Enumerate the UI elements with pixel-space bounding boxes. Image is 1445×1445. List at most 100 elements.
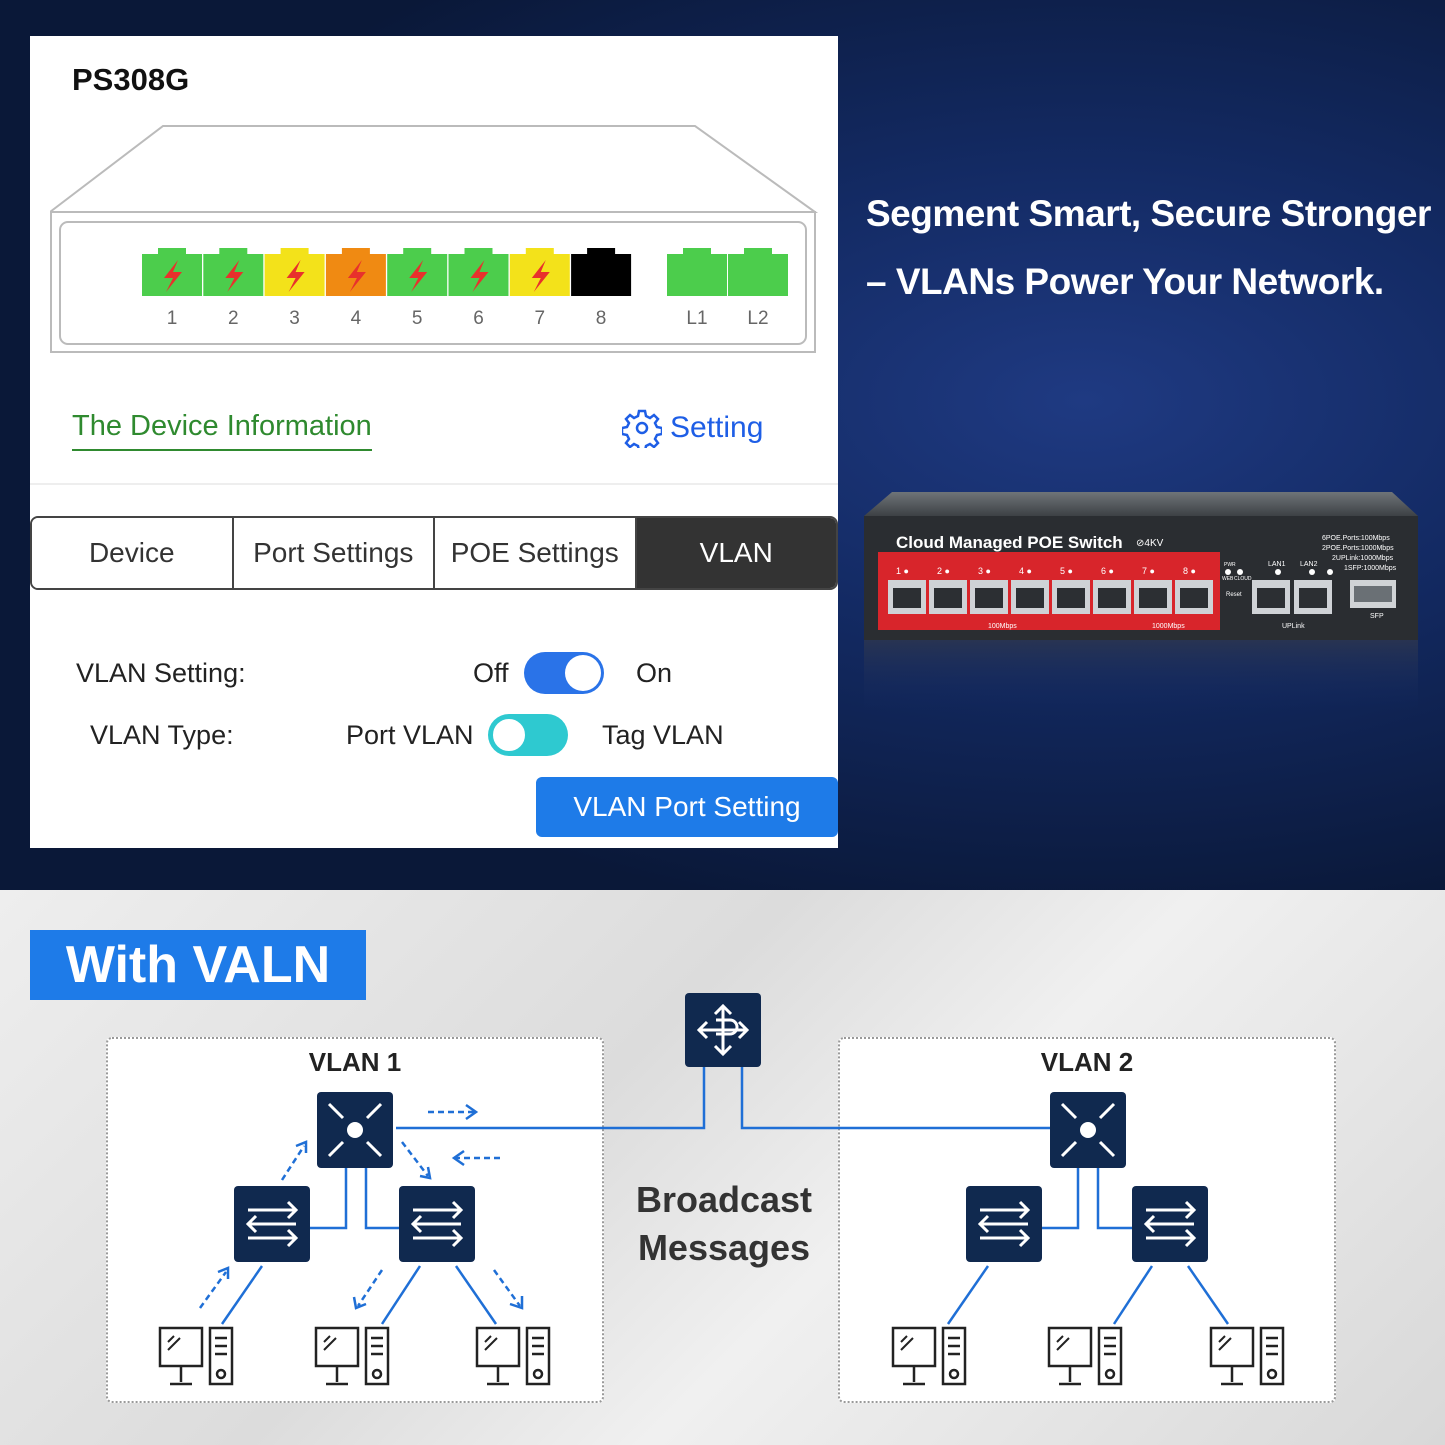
poe-lightning-icon bbox=[470, 260, 489, 292]
product-name: Cloud Managed POE Switch bbox=[896, 533, 1123, 552]
vlan2-pc-3 bbox=[1209, 1326, 1285, 1386]
product-port-6: 6 ● bbox=[1093, 566, 1131, 614]
router-node bbox=[685, 993, 761, 1067]
port-label-L2: L2 bbox=[747, 308, 769, 329]
headline-line-2: – VLANs Power Your Network. bbox=[866, 261, 1384, 302]
headline: Segment Smart, Secure Stronger – VLANs P… bbox=[866, 180, 1431, 316]
vlan-setting-label: VLAN Setting: bbox=[76, 658, 246, 688]
vlan-setting-toggle[interactable] bbox=[524, 652, 604, 694]
tab-poe-settings[interactable]: POE Settings bbox=[435, 518, 637, 588]
poe-lightning-icon bbox=[164, 260, 182, 292]
broadcast-messages-label: Broadcast Messages bbox=[608, 1176, 840, 1272]
speed-label-100: 100Mbps bbox=[988, 623, 1017, 630]
vlan1-core-switch bbox=[317, 1092, 393, 1168]
indicator-reset: Reset bbox=[1226, 592, 1242, 598]
product-port-5: 5 ● bbox=[1052, 566, 1090, 614]
vlan2-pc-1 bbox=[891, 1326, 967, 1386]
device-information-link[interactable]: The Device Information bbox=[72, 410, 372, 451]
vlan-port-setting-button[interactable]: VLAN Port Setting bbox=[536, 777, 838, 837]
speed-label-1000: 1000Mbps bbox=[1152, 623, 1185, 630]
indicator-cloud: CLOUD bbox=[1234, 576, 1252, 582]
vlan1-access-switch-left bbox=[234, 1186, 310, 1262]
port-label-8: 8 bbox=[595, 308, 607, 329]
vlan1-pc-1 bbox=[158, 1326, 234, 1386]
tab-vlan[interactable]: VLAN bbox=[636, 518, 836, 588]
port-6[interactable] bbox=[448, 248, 509, 296]
vlan-1-title: VLAN 1 bbox=[308, 1047, 402, 1077]
vlan1-pc-2 bbox=[314, 1326, 390, 1386]
spec-line-1: 6POE.Ports:100Mbps bbox=[1322, 535, 1390, 542]
tab-port-settings[interactable]: Port Settings bbox=[233, 518, 435, 588]
port-L1[interactable] bbox=[667, 248, 727, 296]
port-4[interactable] bbox=[325, 248, 386, 296]
poe-lightning-icon bbox=[225, 260, 244, 292]
port-label-2: 2 bbox=[228, 308, 239, 329]
port-label-5: 5 bbox=[411, 308, 423, 329]
port-7[interactable] bbox=[509, 248, 570, 296]
svg-text:3 ●: 3 ● bbox=[978, 566, 991, 576]
vlan-2-title: VLAN 2 bbox=[1040, 1047, 1134, 1077]
product-port-8: 8 ● bbox=[1175, 566, 1213, 614]
port-label-4: 4 bbox=[350, 308, 362, 329]
poe-lightning-icon bbox=[409, 260, 428, 292]
vlan2-core-switch bbox=[1050, 1092, 1126, 1168]
vlan2-access-switch-left bbox=[966, 1186, 1042, 1262]
network-diagram bbox=[158, 993, 1285, 1386]
tab-bar: Device Port Settings POE Settings VLAN bbox=[30, 516, 838, 590]
poe-lightning-icon bbox=[347, 260, 366, 292]
setting-link[interactable]: Setting bbox=[622, 408, 763, 448]
vlan-type-tag-label: Tag VLAN bbox=[602, 720, 724, 750]
speed-label-uplink: UPLink bbox=[1282, 623, 1305, 630]
broadcast-line-2: Messages bbox=[637, 1227, 811, 1268]
port-5[interactable] bbox=[387, 248, 448, 296]
gear-icon bbox=[622, 409, 662, 448]
svg-text:6 ●: 6 ● bbox=[1101, 566, 1114, 576]
port-8[interactable] bbox=[571, 248, 632, 296]
app-panel: PS308G 1 2 3 4 5 6 7 8 L1 L2 The Device Informati… bbox=[30, 36, 838, 848]
vlan-type-port-label: Port VLAN bbox=[346, 720, 474, 750]
svg-text:7 ●: 7 ● bbox=[1142, 566, 1155, 576]
port-L2[interactable] bbox=[728, 248, 788, 296]
poe-lightning-icon bbox=[531, 260, 550, 292]
port-label-L1: L1 bbox=[686, 308, 708, 329]
headline-line-1: Segment Smart, Secure Stronger bbox=[866, 193, 1431, 234]
vlan-setting-on-label: On bbox=[636, 658, 673, 688]
device-model-title: PS308G bbox=[72, 62, 190, 97]
spec-line-4: 1SFP:1000Mbps bbox=[1344, 565, 1397, 572]
indicator-pwr: PWR bbox=[1224, 562, 1236, 568]
port-1[interactable] bbox=[142, 248, 202, 296]
uplink-label-lan1: LAN1 bbox=[1268, 561, 1286, 568]
tab-device[interactable]: Device bbox=[32, 518, 234, 588]
with-vlan-badge: With VALN bbox=[30, 930, 366, 1000]
uplink-label-lan2: LAN2 bbox=[1300, 561, 1318, 568]
svg-text:4 ●: 4 ● bbox=[1019, 566, 1032, 576]
vlan-type-toggle[interactable] bbox=[488, 714, 568, 756]
port-label-1: 1 bbox=[166, 308, 178, 329]
vlan1-pc-3 bbox=[475, 1326, 551, 1386]
broadcast-line-1: Broadcast bbox=[635, 1179, 813, 1220]
svg-text:8 ●: 8 ● bbox=[1183, 566, 1196, 576]
switch-illustration bbox=[50, 125, 819, 353]
spec-line-2: 2POE.Ports:1000Mbps bbox=[1322, 545, 1394, 552]
indicator-web: WEB bbox=[1222, 576, 1234, 582]
port-label-3: 3 bbox=[289, 308, 300, 329]
setting-link-label: Setting bbox=[670, 411, 764, 444]
port-2[interactable] bbox=[203, 248, 264, 296]
vlan2-access-switch-right bbox=[1132, 1186, 1208, 1262]
port-label-6: 6 bbox=[473, 308, 484, 329]
product-image: Cloud Managed POE Switch ⊘4KV 6POE.Ports… bbox=[864, 492, 1418, 710]
svg-text:2 ●: 2 ● bbox=[937, 566, 950, 576]
product-protection: ⊘4KV bbox=[1136, 538, 1164, 549]
product-port-3: 3 ● bbox=[970, 566, 1008, 614]
poe-lightning-icon bbox=[286, 260, 305, 292]
speed-label-sfp: SFP bbox=[1370, 613, 1384, 620]
product-port-1: 1 ● bbox=[888, 566, 926, 614]
port-3[interactable] bbox=[264, 248, 325, 296]
vlan1-access-switch-right bbox=[399, 1186, 475, 1262]
product-port-2: 2 ● bbox=[929, 566, 967, 614]
port-label-7: 7 bbox=[534, 308, 546, 329]
product-port-7: 7 ● bbox=[1134, 566, 1172, 614]
svg-text:5 ●: 5 ● bbox=[1060, 566, 1073, 576]
vlan-setting-off-label: Off bbox=[473, 658, 509, 688]
svg-text:1 ●: 1 ● bbox=[896, 566, 909, 576]
